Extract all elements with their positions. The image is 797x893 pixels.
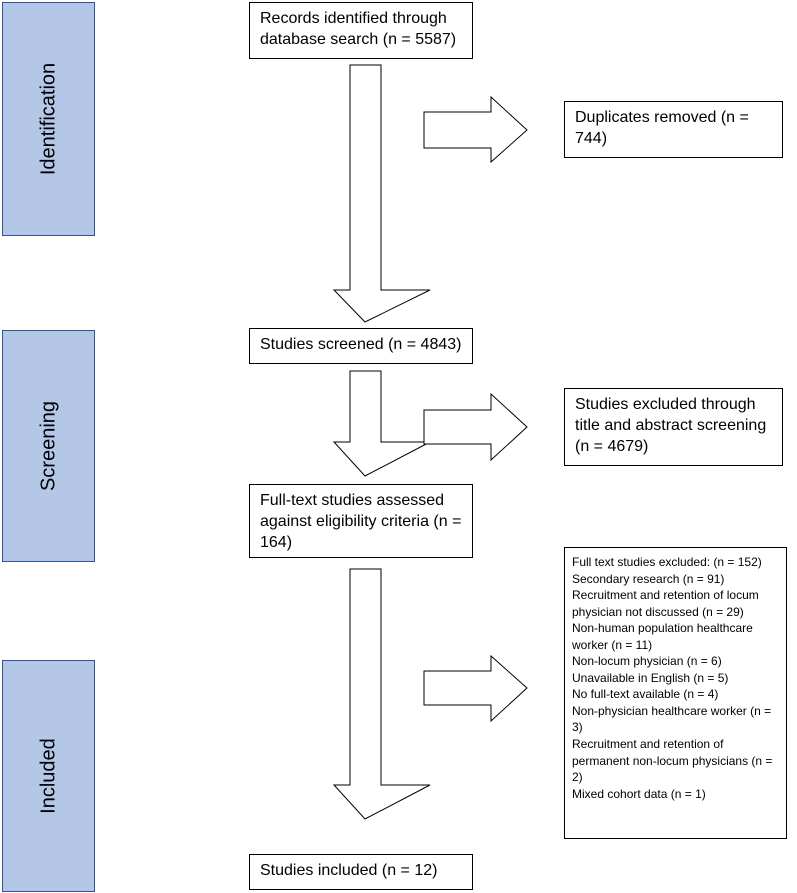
fulltext-excluded-line-14: 2) xyxy=(572,770,583,785)
studies-screened-text: Studies screened (n = 4843) xyxy=(260,336,462,353)
phase-included: Included xyxy=(2,660,95,892)
studies-excluded-box: Studies excluded through title and abstr… xyxy=(564,388,783,466)
fulltext-assessed-text: Full-text studies assessed against eligi… xyxy=(260,492,462,551)
fulltext-excluded-line-2: Secondary research (n = 91) xyxy=(572,571,725,586)
fulltext-excluded-line-6: worker (n = 11) xyxy=(572,637,653,652)
studies-included-text: Studies included (n = 12) xyxy=(260,862,438,879)
fulltext-excluded-line-1: Full text studies excluded: (n = 152) xyxy=(572,555,762,569)
arrow-down-screened xyxy=(332,370,431,477)
arrow-right-fulltext-excluded xyxy=(423,654,528,723)
fulltext-excluded-line-7: Non-locum physician (n = 6) xyxy=(572,654,722,669)
phase-screening: Screening xyxy=(2,330,95,562)
arrow-right-duplicates xyxy=(423,95,528,164)
fulltext-excluded-line-12: Recruitment and retention of xyxy=(572,737,724,752)
studies-screened-box: Studies screened (n = 4843) xyxy=(249,328,473,364)
fulltext-excluded-line-4: physician not discussed (n = 29) xyxy=(572,604,744,619)
phase-identification: Identification xyxy=(2,2,95,236)
records-identified-box: Records identified through database sear… xyxy=(249,2,473,59)
fulltext-excluded-line-3: Recruitment and retention of locum xyxy=(572,588,759,603)
studies-included-box: Studies included (n = 12) xyxy=(249,854,473,890)
fulltext-excluded-line-13: permanent non-locum physicians (n = xyxy=(572,753,773,768)
records-identified-text: Records identified through database sear… xyxy=(260,10,457,48)
arrow-down-fulltext xyxy=(332,568,431,820)
fulltext-excluded-line-8: Unavailable in English (n = 5) xyxy=(572,670,729,685)
duplicates-removed-text: Duplicates removed (n = 744) xyxy=(575,109,749,147)
arrow-right-excluded-tiab xyxy=(423,392,528,462)
fulltext-excluded-line-9: No full-text available (n = 4) xyxy=(572,687,719,702)
fulltext-excluded-line-11: 3) xyxy=(572,720,583,735)
fulltext-excluded-line-15: Mixed cohort data (n = 1) xyxy=(572,786,706,801)
arrow-down-identification xyxy=(332,64,431,323)
fulltext-excluded-line-10: Non-physician healthcare worker (n = xyxy=(572,703,772,718)
studies-excluded-text: Studies excluded through title and abstr… xyxy=(575,396,767,455)
fulltext-excluded-line-5: Non-human population healthcare xyxy=(572,621,753,636)
fulltext-excluded-box: Full text studies excluded: (n = 152) Se… xyxy=(564,547,787,839)
fulltext-assessed-box: Full-text studies assessed against eligi… xyxy=(249,484,473,558)
duplicates-removed-box: Duplicates removed (n = 744) xyxy=(564,101,783,158)
